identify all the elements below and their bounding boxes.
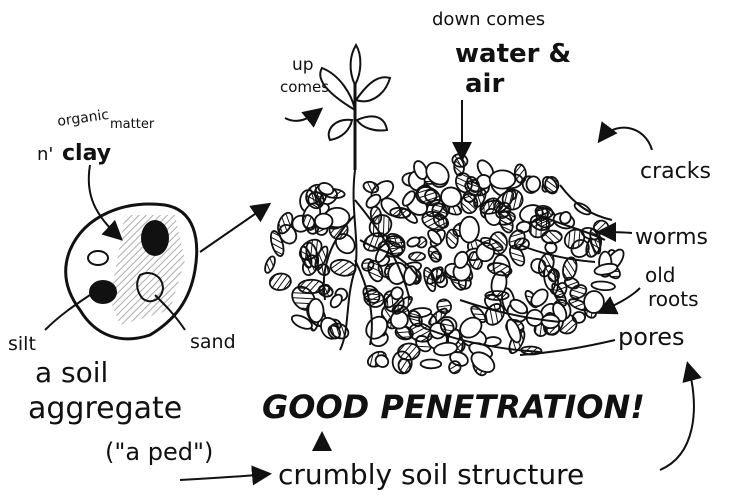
plant-leaf: [356, 77, 390, 101]
label-comes: comes: [280, 78, 329, 96]
label-worms: worms: [635, 225, 708, 250]
label-roots: roots: [648, 287, 699, 311]
label-a-ped: ("a ped"): [105, 438, 213, 466]
soil-grain: [591, 281, 615, 291]
soil-grain: [315, 214, 333, 229]
soil-grain: [584, 291, 604, 313]
plant-leaf: [329, 120, 352, 140]
structure-return-arrow: [660, 365, 694, 470]
old-roots-arrow: [600, 288, 640, 312]
aggregate-to-structure-arrow: [200, 205, 268, 252]
soil-grain: [485, 291, 508, 300]
label-water: water &: [455, 39, 571, 69]
label-organic: organic: [56, 107, 110, 130]
up-comes-arrow: [285, 110, 320, 121]
soil-grain: [431, 252, 441, 262]
label-matter: matter: [110, 117, 155, 132]
soil-grain: [421, 359, 442, 368]
silt-grain: [88, 251, 108, 265]
cracks-arrow: [600, 128, 652, 150]
label-sand: sand: [190, 331, 236, 353]
plant-leaf: [357, 116, 387, 130]
ped-to-structure-arrow: [180, 474, 268, 480]
soil-grain: [490, 170, 516, 188]
soil-grain: [397, 343, 420, 361]
label-cracks: cracks: [640, 159, 711, 184]
label-air: air: [465, 69, 504, 99]
soil-grain: [308, 299, 324, 323]
label-down-comes: down comes: [432, 9, 545, 30]
label-good-penetration: GOOD PENETRATION!: [262, 388, 645, 426]
label-up: up: [292, 55, 314, 75]
label-crumbly: crumbly soil structure: [278, 458, 584, 491]
label-pores: pores: [618, 323, 685, 351]
label-silt: silt: [8, 333, 36, 355]
label-n: n': [37, 144, 53, 165]
organic-hatch: [110, 215, 185, 325]
soil-structure: [263, 153, 627, 378]
soil-grain: [459, 216, 479, 242]
label-clay: clay: [62, 141, 111, 166]
soil-grain: [263, 255, 277, 274]
worms-arrow: [600, 232, 632, 233]
soil-grain: [362, 180, 380, 194]
label-a-soil: a soil: [35, 356, 108, 389]
label-old: old: [645, 263, 676, 287]
clay-pointer: [89, 165, 120, 238]
soil-grain: [269, 272, 293, 292]
label-aggregate: aggregate: [28, 391, 182, 426]
soil-grain: [409, 252, 425, 260]
plant-leaf: [351, 45, 361, 85]
soil-grain: [446, 229, 458, 248]
